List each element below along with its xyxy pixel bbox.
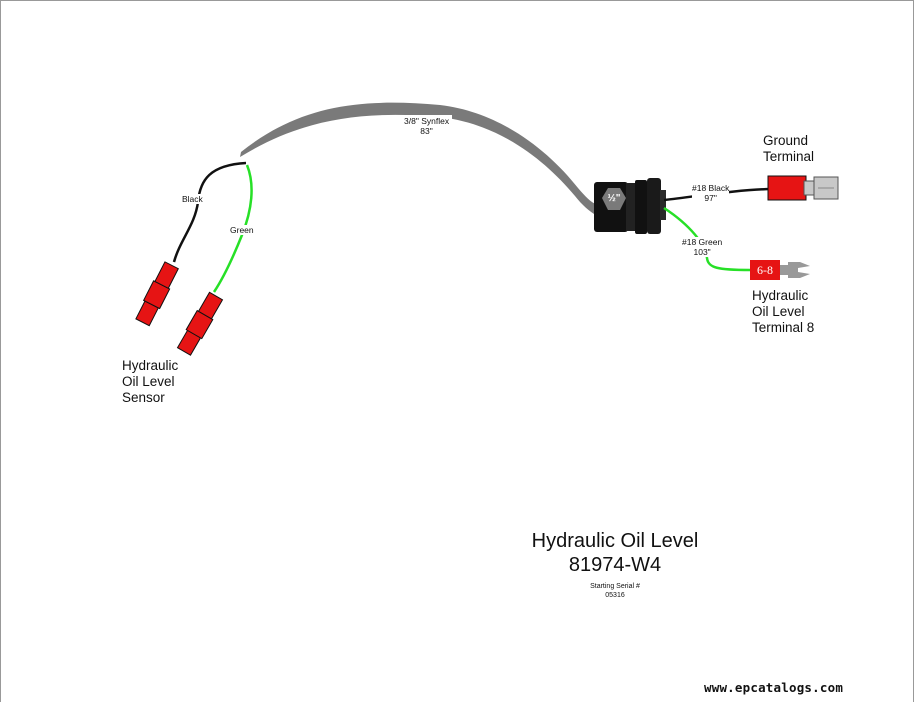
grommet-fitting (594, 178, 666, 234)
right-green-wire-label-line1: #18 Green (682, 237, 723, 247)
sensor-label-line1: Hydraulic (122, 358, 179, 373)
synflex-cable (240, 102, 598, 215)
sensor-connector-black (135, 261, 179, 327)
ground-terminal-label-line1: Ground (763, 133, 809, 148)
footer-website: www.epcatalogs.com (704, 680, 844, 695)
left-black-wire (172, 161, 247, 263)
cable-label-line1: 3/8" Synflex (404, 116, 450, 126)
sensor-label-line3: Sensor (122, 390, 165, 405)
left-black-wire-label: Black (182, 194, 203, 204)
terminal-8-label: Hydraulic Oil Level Terminal 8 (752, 288, 814, 336)
serial-label: Starting Serial # (590, 583, 640, 590)
right-black-wire-label-line1: #18 Black (692, 183, 730, 193)
cable-label: 3/8" Synflex 83" (401, 115, 453, 137)
diagram-title-line1: Hydraulic Oil Level (531, 530, 699, 552)
terminal-8-tag: 6-8 (757, 263, 773, 277)
sensor-label: Hydraulic Oil Level Sensor (122, 358, 178, 406)
left-green-wire-label: Green (230, 225, 254, 235)
right-black-wire-label-line2: 97" (704, 193, 717, 203)
diagram-part-number: 81974-W4 (568, 554, 662, 576)
right-green-wire-label: #18 Green 103" (682, 237, 723, 257)
serial-number: 05316 (605, 592, 625, 599)
grommet-size-label: ½" (607, 193, 621, 204)
sensor-label-line2: Oil Level (122, 374, 175, 389)
ground-terminal-label-line2: Terminal (763, 149, 815, 164)
serial-block: Starting Serial # 05316 (560, 582, 670, 600)
cable-label-line2: 83" (420, 126, 433, 136)
sensor-connector-green (176, 291, 224, 356)
terminal-8-label-line1: Hydraulic (752, 288, 809, 303)
fork-terminal-8 (750, 260, 810, 280)
diagram-title: Hydraulic Oil Level 81974-W4 (500, 529, 730, 577)
right-black-wire-label: #18 Black 97" (692, 183, 730, 203)
right-green-wire-label-line2: 103" (693, 247, 711, 257)
terminal-8-label-line3: Terminal 8 (752, 320, 815, 335)
ground-terminal-label: Ground Terminal (763, 133, 814, 165)
ground-terminal-connector (767, 175, 839, 201)
terminal-8-label-line2: Oil Level (752, 304, 805, 319)
right-green-wire (663, 206, 751, 272)
